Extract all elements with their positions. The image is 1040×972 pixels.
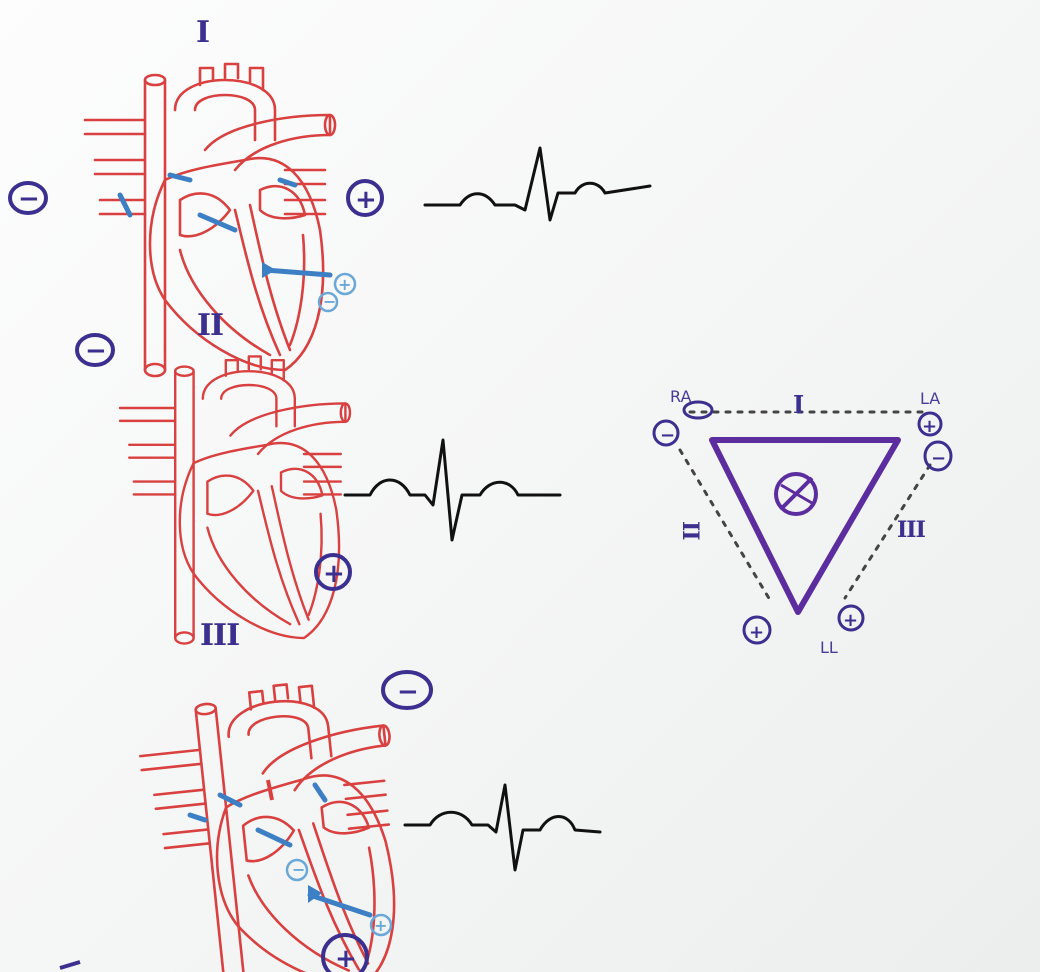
ll-left-positive-sign: +: [742, 615, 772, 645]
lead-1-positive-sign: +: [346, 179, 384, 217]
ll-right-positive-text: +: [843, 610, 858, 631]
la-label: LA: [920, 389, 940, 408]
edge-mark: [59, 960, 81, 970]
ra-label: RA: [670, 387, 691, 406]
lead-3-positive-text: +: [335, 944, 357, 972]
lead-1-negative-sign: −: [8, 181, 48, 215]
lead-1-electrodes: + −: [317, 272, 357, 313]
ecg-trace-1: [423, 146, 652, 222]
la-positive-sign: +: [917, 411, 943, 437]
conduction-arrows-1: [117, 172, 333, 278]
lead-2-label: II: [197, 308, 223, 343]
ra-sign: −: [652, 419, 680, 447]
lead-2-positive-text: +: [323, 559, 345, 589]
lead-1-positive-text: +: [355, 185, 377, 215]
lead-1-negative-text: −: [18, 184, 40, 214]
ll-right-positive-sign: +: [837, 604, 865, 632]
einthoven-triangle: I II III RA − LA + − + + LL: [652, 387, 953, 657]
lead-3-electrodes: − +: [285, 858, 393, 937]
triangle-lead-3-label: III: [897, 517, 926, 543]
triangle-lead-2-label: II: [677, 521, 703, 540]
lead-1-panel: I + − − +: [8, 15, 652, 378]
ra-sign-text: −: [660, 425, 675, 446]
ecg-trace-2: [343, 438, 562, 542]
ecg-trace-3: [403, 783, 602, 872]
lead-1-electrode-neg: −: [323, 292, 336, 311]
inner-triangle: [709, 437, 901, 615]
lead-2-negative-text: −: [85, 336, 107, 366]
lead-3-positive-sign: +: [321, 933, 369, 972]
lead-2-panel: II − +: [75, 308, 562, 645]
la-negative-text: −: [931, 448, 946, 469]
triangle-lead-1-label: I: [793, 390, 804, 419]
heart-symbol: [774, 472, 818, 516]
lead-3-panel: III − − + +: [133, 618, 602, 972]
lead-2-negative-sign: −: [75, 333, 115, 367]
lead-1-label: I: [196, 15, 209, 50]
ll-left-positive-text: +: [749, 622, 764, 643]
lead-3-electrode-neg: −: [292, 860, 305, 879]
lead-3-label: III: [200, 618, 239, 653]
la-negative-sign: −: [923, 440, 953, 472]
heart-diagram-2: [118, 355, 352, 645]
lead-3-negative-sign: −: [381, 670, 433, 710]
lead-2-positive-sign: +: [314, 553, 352, 591]
la-positive-text: +: [922, 416, 937, 437]
lead-1-electrode-pos: +: [338, 275, 351, 294]
lead-3-negative-text: −: [397, 677, 419, 707]
lead-3-electrode-pos: +: [374, 916, 387, 935]
conduction-arrows-3: [187, 779, 373, 918]
ll-label: LL: [820, 638, 838, 657]
